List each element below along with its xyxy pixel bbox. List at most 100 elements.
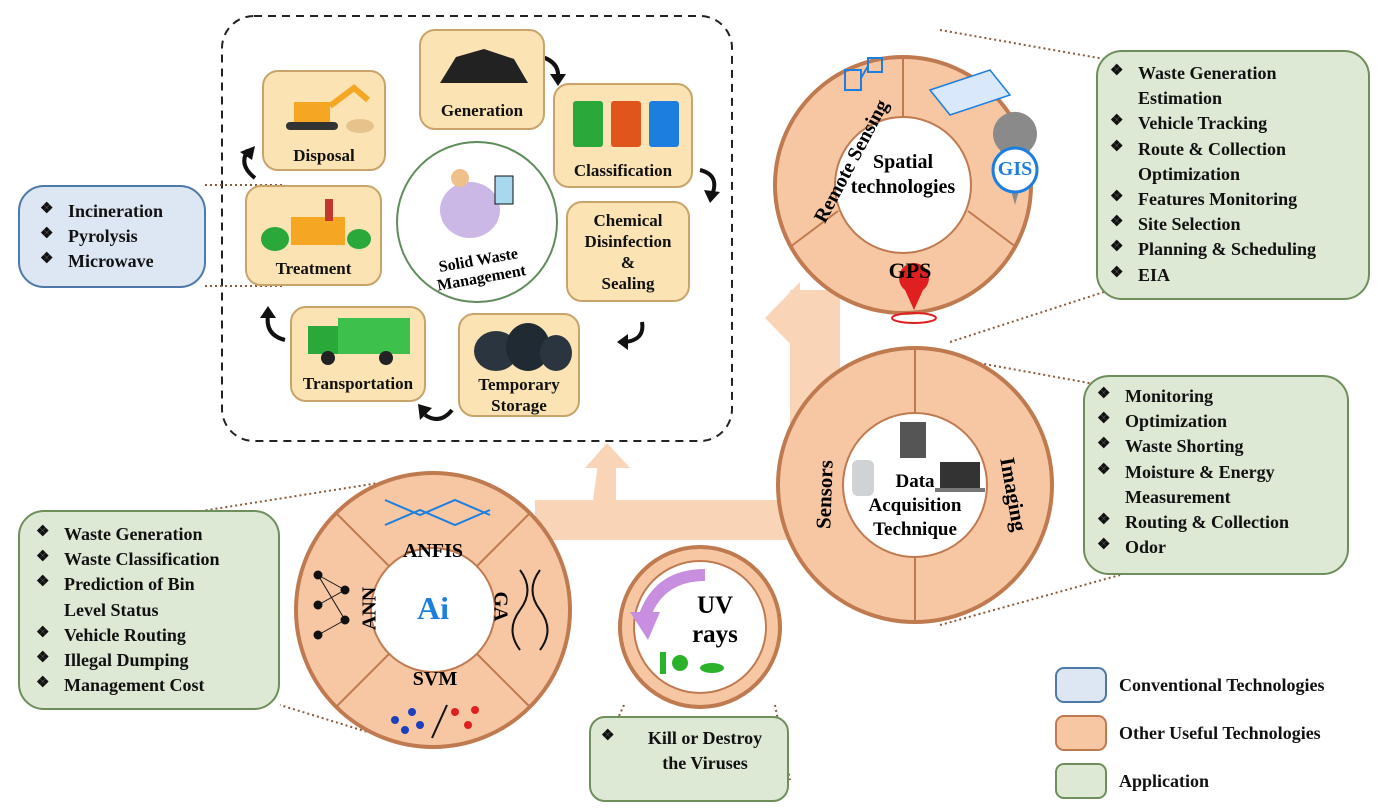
gis-label: GIS	[997, 158, 1033, 180]
swm-center-circle	[396, 141, 558, 303]
list-item-text: Moisture & Energy	[1125, 461, 1275, 482]
garbage-bags-icon	[470, 317, 572, 373]
list-item: Waste Shorting	[1095, 434, 1347, 459]
stage-classification: Classification	[553, 83, 693, 188]
stage-classification-label: Classification	[573, 161, 673, 180]
stage-temporary-label-1: Temporary	[478, 375, 560, 394]
list-item-text: Optimization	[1138, 163, 1240, 184]
stage-chemical: Chemical Disinfection & Sealing	[566, 201, 690, 302]
gis-icon	[991, 111, 1039, 205]
svm-label: SVM	[412, 668, 458, 690]
stage-chemical-label-1: Chemical	[593, 211, 663, 230]
conventional-list: Incineration Pyrolysis Microwave	[38, 199, 204, 275]
list-item-text: Estimation	[1138, 88, 1223, 109]
list-item: Vehicle Routing	[34, 623, 278, 648]
spatial-center-label: Spatial technologies	[845, 150, 961, 200]
spatial-circle	[773, 55, 1039, 324]
legend-swatch-other	[1055, 715, 1107, 751]
data-acq-line-3: Technique	[873, 518, 957, 540]
list-item: Monitoring	[1095, 384, 1347, 409]
stage-temporary-storage: Temporary Storage	[458, 313, 580, 417]
satellite-icon	[844, 57, 883, 91]
list-item: Vehicle Tracking	[1108, 111, 1368, 136]
list-item: Microwave	[38, 249, 204, 274]
list-item-text: Level Status	[64, 599, 159, 620]
spatial-center-line-1: Spatial	[872, 151, 934, 173]
list-item: Management Cost	[34, 673, 278, 698]
uv-center-label: UV rays	[685, 592, 745, 650]
list-item-text: the Viruses	[662, 753, 748, 774]
stage-disposal: Disposal	[262, 70, 386, 171]
list-item: Pyrolysis	[38, 224, 204, 249]
data-acquisition-circle	[776, 346, 1054, 624]
anfis-network-icon	[384, 498, 491, 527]
list-item: Features Monitoring	[1108, 187, 1368, 212]
recycle-bins-icon	[569, 93, 681, 151]
sensor-device-icon	[852, 460, 874, 496]
stage-transportation: Transportation	[290, 306, 426, 402]
data-acquisition-center-label: Data Acquisition Technique	[853, 470, 977, 541]
stage-chemical-label-4: Sealing	[601, 274, 655, 293]
stage-generation: Generation	[419, 29, 545, 130]
laptop-icon	[935, 462, 985, 492]
legend-label-conventional: Conventional Technologies	[1119, 675, 1325, 695]
list-item: Optimization	[1095, 409, 1347, 434]
gps-label: GPS	[888, 258, 932, 283]
list-item: Site Selection	[1108, 212, 1368, 237]
list-item: Waste Generation	[34, 522, 278, 547]
uv-circle	[618, 545, 782, 709]
ga-dna-icon	[511, 569, 549, 651]
data-acq-line-1: Data	[895, 471, 935, 492]
stage-treatment-label: Treatment	[275, 259, 352, 278]
list-item: Odor	[1095, 535, 1347, 560]
list-item: Waste Classification	[34, 547, 278, 572]
list-item: Planning & Scheduling	[1108, 237, 1368, 262]
list-item-text: Waste Generation	[1138, 63, 1277, 83]
treatment-plant-icon	[261, 195, 371, 251]
stage-generation-label: Generation	[440, 101, 524, 120]
legend-label-other: Other Useful Technologies	[1119, 723, 1321, 743]
ai-applications-box: Waste Generation Waste Classification Pr…	[18, 510, 280, 710]
data-acquisition-applications-list: Monitoring Optimization Waste Shorting M…	[1095, 384, 1347, 560]
uv-arrow-icon	[630, 569, 706, 640]
ai-applications-list: Waste Generation Waste Classification Pr…	[34, 522, 278, 698]
ga-label: GA	[489, 591, 512, 622]
list-item: Illegal Dumping	[34, 648, 278, 673]
list-item: EIA	[1108, 263, 1368, 288]
stage-chemical-label-3: &	[620, 253, 636, 272]
stage-treatment: Treatment	[245, 185, 382, 286]
ai-circle	[294, 471, 572, 749]
uv-line-2: rays	[692, 620, 738, 648]
spatial-center-line-2: technologies	[850, 176, 956, 198]
cycle-arrows	[240, 53, 720, 421]
legend: Conventional Technologies Other Useful T…	[1055, 663, 1375, 805]
stage-chemical-label-2: Disinfection	[584, 232, 672, 251]
svm-scatter-icon	[391, 704, 479, 739]
list-item: Routing & Collection	[1095, 510, 1347, 535]
uv-line-1: UV	[696, 592, 734, 619]
excavator-icon	[276, 80, 376, 136]
neural-network-icon	[313, 570, 350, 640]
ai-center-label: Ai	[417, 590, 449, 626]
stage-transportation-label: Transportation	[302, 374, 414, 393]
worker-icon	[440, 169, 514, 238]
list-item-text: Prediction of Bin	[64, 574, 195, 595]
data-acquisition-applications-box: Monitoring Optimization Waste Shorting M…	[1083, 375, 1349, 575]
map-grid-icon	[928, 69, 1012, 116]
anfis-label: ANFIS	[402, 540, 463, 562]
conventional-technologies-box: Incineration Pyrolysis Microwave	[18, 185, 206, 288]
swm-frame	[221, 15, 733, 442]
list-item-text: Measurement	[1125, 486, 1231, 507]
server-icon	[900, 422, 926, 458]
stage-temporary-label-2: Storage	[491, 396, 547, 415]
